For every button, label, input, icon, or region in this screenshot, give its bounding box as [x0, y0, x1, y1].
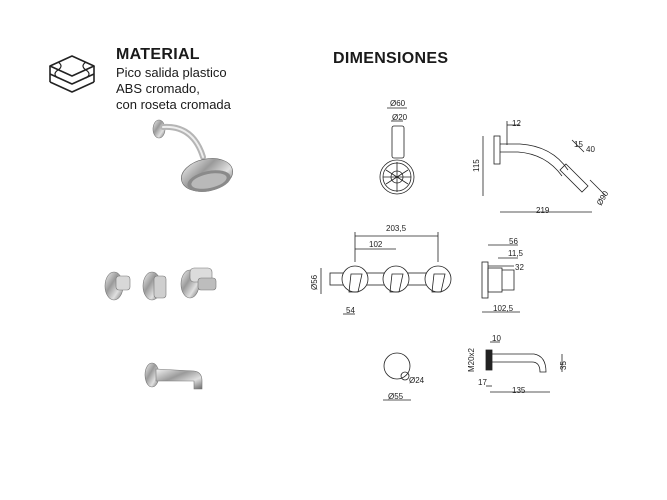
dim-shower-outer: Ø60 — [390, 99, 406, 108]
dim-arm-offset: 12 — [512, 119, 521, 128]
dimensiones-title: DIMENSIONES — [333, 50, 449, 67]
material-line-3: con roseta cromada — [116, 97, 231, 112]
dim-valves-rosette: Ø56 — [310, 274, 319, 290]
spout-front-drawing: Ø24 Ø55 — [383, 352, 425, 401]
dim-head-a: 15 — [574, 140, 583, 149]
dim-side-d2: 11,5 — [508, 249, 524, 258]
shower-side-drawing: 12 15 40 115 Ø90 219 — [472, 119, 611, 215]
spout-photo — [144, 362, 203, 390]
dim-spout-base: 17 — [478, 378, 487, 387]
material-title: MATERIAL — [116, 46, 200, 63]
dim-head-dia: Ø90 — [595, 189, 611, 207]
material-line-2: ABS cromado, — [116, 81, 200, 96]
material-line-1: Pico salida plastico — [116, 65, 227, 80]
valves-side-drawing: 56 11,5 32 102,5 — [481, 237, 524, 313]
dim-side-d3: 32 — [515, 263, 524, 272]
layers-icon — [49, 55, 95, 93]
dim-head-b: 40 — [586, 145, 595, 154]
dim-spout-drop: 35 — [559, 361, 568, 370]
shower-head-photo — [152, 119, 233, 192]
material-icon — [44, 52, 100, 96]
dim-spout-thread: M20x2 — [467, 347, 476, 372]
dim-valves-total: 203,5 — [386, 224, 407, 233]
valves-photo — [104, 267, 217, 301]
dim-shower-inner: Ø20 — [392, 113, 408, 122]
dim-shower-reach: 219 — [536, 206, 550, 215]
valves-front-drawing: 203,5 102 Ø56 54 — [310, 224, 452, 315]
dim-spout-outlet: Ø24 — [409, 376, 425, 385]
dim-shower-height: 115 — [472, 159, 481, 172]
dim-side-depth: 102,5 — [493, 304, 514, 313]
spout-side-drawing: 10 M20x2 35 17 135 — [467, 334, 568, 395]
dim-spout-reach: 135 — [512, 386, 526, 395]
dim-side-d1: 56 — [509, 237, 518, 246]
dim-spout-top: 10 — [492, 334, 501, 343]
dim-spout-rosette: Ø55 — [388, 392, 404, 401]
dim-valves-center: 102 — [369, 240, 383, 249]
dim-valves-side: 54 — [346, 306, 355, 315]
shower-front-drawing: Ø60 Ø20 — [379, 99, 415, 195]
